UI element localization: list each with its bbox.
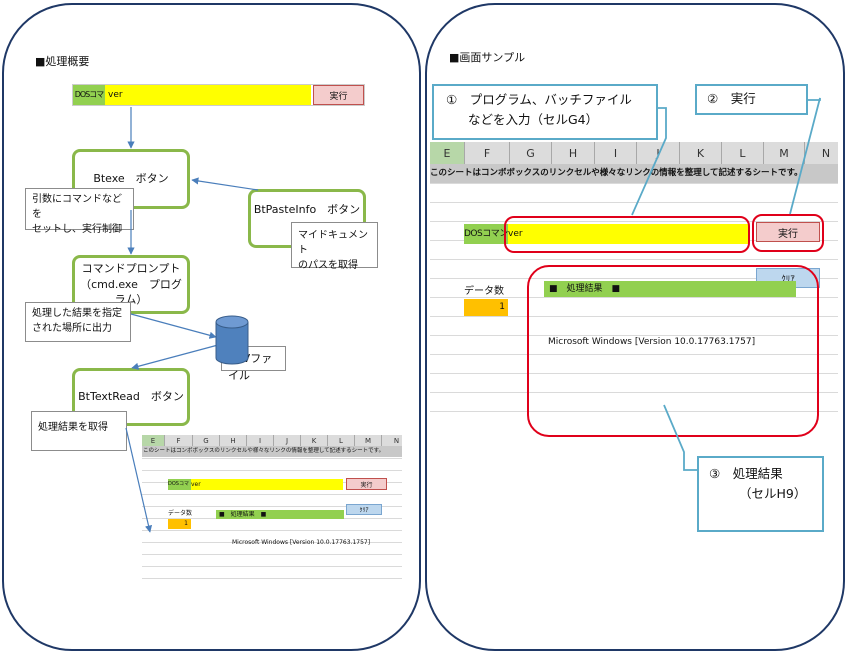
- sheet-col-e: E: [430, 142, 465, 164]
- sheet-run-button[interactable]: 実行: [756, 222, 820, 242]
- btpasteinfo-note: マイドキュメント のパスを取得: [291, 222, 378, 271]
- sheet-count-value: 1: [464, 299, 508, 316]
- run-button[interactable]: 実行: [313, 85, 364, 105]
- sheet-count-label: データ数: [464, 286, 504, 297]
- command-prompt-line1: コマンドプロンプト: [81, 262, 181, 276]
- mini-dos-input[interactable]: ver: [191, 479, 343, 490]
- btexe-note-line1: 引数にコマンドなどを: [32, 194, 122, 220]
- dos-command-bar: DOSコマンド ver 実行: [72, 84, 365, 106]
- dos-command-label: DOSコマンド: [73, 85, 105, 105]
- mini-result-text: Microsoft Windows [Version 10.0.17763.17…: [232, 539, 371, 546]
- mini-count-value: 1: [168, 519, 191, 529]
- callout-run-pointer: [789, 97, 821, 215]
- left-section-title: ■処理概要: [35, 55, 90, 68]
- callout-input-line2: などを入力（セルG4）: [468, 112, 599, 127]
- sheet-dos-input[interactable]: ver: [508, 224, 748, 244]
- sheet-col-i: I: [595, 142, 637, 164]
- run-highlight: [752, 214, 824, 252]
- callout-result-pointer: [663, 404, 697, 471]
- mini-col-j: J: [274, 435, 301, 446]
- btpasteinfo-label: BtPasteInfo ボタン: [253, 203, 361, 216]
- sheet-col-n: N: [805, 142, 838, 164]
- callout-run: ② 実行: [695, 84, 808, 115]
- bttextread-note: 処理結果を取得: [31, 411, 127, 451]
- sheet-col-m: M: [764, 142, 805, 164]
- callout-input: ① プログラム、バッチファイル などを入力（セルG4）: [432, 84, 658, 140]
- arrow-cmd-to-csv: [130, 313, 217, 339]
- callout-input-pointer: [631, 107, 667, 216]
- arrow-csv-to-bttextread: [131, 344, 219, 370]
- btexe-note-line2: セットし、実行制御: [32, 224, 122, 235]
- mini-col-f: F: [165, 435, 193, 446]
- sheet-col-g: G: [510, 142, 552, 164]
- mini-col-i: I: [247, 435, 274, 446]
- sheet-banner: このシートはコンボボックスのリンクセルや様々なリンクの情報を整理して記述するシー…: [430, 164, 838, 183]
- mini-col-m: M: [355, 435, 382, 446]
- mini-run-button[interactable]: 実行: [346, 478, 387, 490]
- callout-result-line2: （セルH9）: [739, 486, 807, 501]
- mini-count-label: データ数: [168, 510, 193, 517]
- mini-col-g: G: [193, 435, 220, 446]
- callout-result: ③ 処理結果 （セルH9）: [697, 456, 824, 532]
- command-prompt-note-line2: された場所に出力: [32, 323, 112, 334]
- mini-clear-button[interactable]: ｸﾘｱ: [346, 504, 382, 515]
- callout-input-line1: ① プログラム、バッチファイル: [446, 92, 632, 107]
- sheet-col-k: K: [680, 142, 722, 164]
- mini-col-k: K: [301, 435, 328, 446]
- result-highlight: [527, 265, 819, 437]
- sheet-result-header: ■ 処理結果 ■: [544, 281, 796, 297]
- sheet-dos-label: DOSコマンド: [464, 224, 508, 244]
- mini-col-l: L: [328, 435, 355, 446]
- sheet-col-j: J: [637, 142, 680, 164]
- mini-col-h: H: [220, 435, 247, 446]
- command-prompt-note: 処理した結果を指定 された場所に出力: [25, 302, 131, 342]
- mini-banner: このシートはコンボボックスのリンクセルや様々なリンクの情報を整理して記述するシー…: [142, 446, 402, 457]
- right-section-title: ■画面サンプル: [449, 51, 526, 64]
- btpasteinfo-note-line1: マイドキュメント: [298, 230, 368, 256]
- btpasteinfo-note-line2: のパスを取得: [298, 260, 358, 271]
- sheet-result-text: Microsoft Windows [Version 10.0.17763.17…: [548, 337, 756, 347]
- csv-cylinder-icon: [215, 315, 249, 365]
- btexe-note: 引数にコマンドなどを セットし、実行制御: [25, 188, 134, 235]
- sheet-col-h: H: [552, 142, 595, 164]
- input-highlight: [504, 216, 750, 253]
- mini-result-header: ■ 処理結果 ■: [216, 510, 344, 519]
- sheet-col-f: F: [465, 142, 510, 164]
- dos-command-input[interactable]: ver: [105, 85, 311, 105]
- command-prompt-note-line1: 処理した結果を指定: [32, 308, 122, 319]
- mini-dos-label: DOSコマンド: [168, 479, 191, 490]
- callout-result-line1: ③ 処理結果: [709, 466, 783, 481]
- arrow-bttext-to-sheet: [125, 427, 153, 533]
- sheet-col-l: L: [722, 142, 764, 164]
- arrow-btpaste-to-btexe: [191, 177, 259, 191]
- mini-col-e: E: [142, 435, 165, 446]
- mini-col-n: N: [382, 435, 402, 446]
